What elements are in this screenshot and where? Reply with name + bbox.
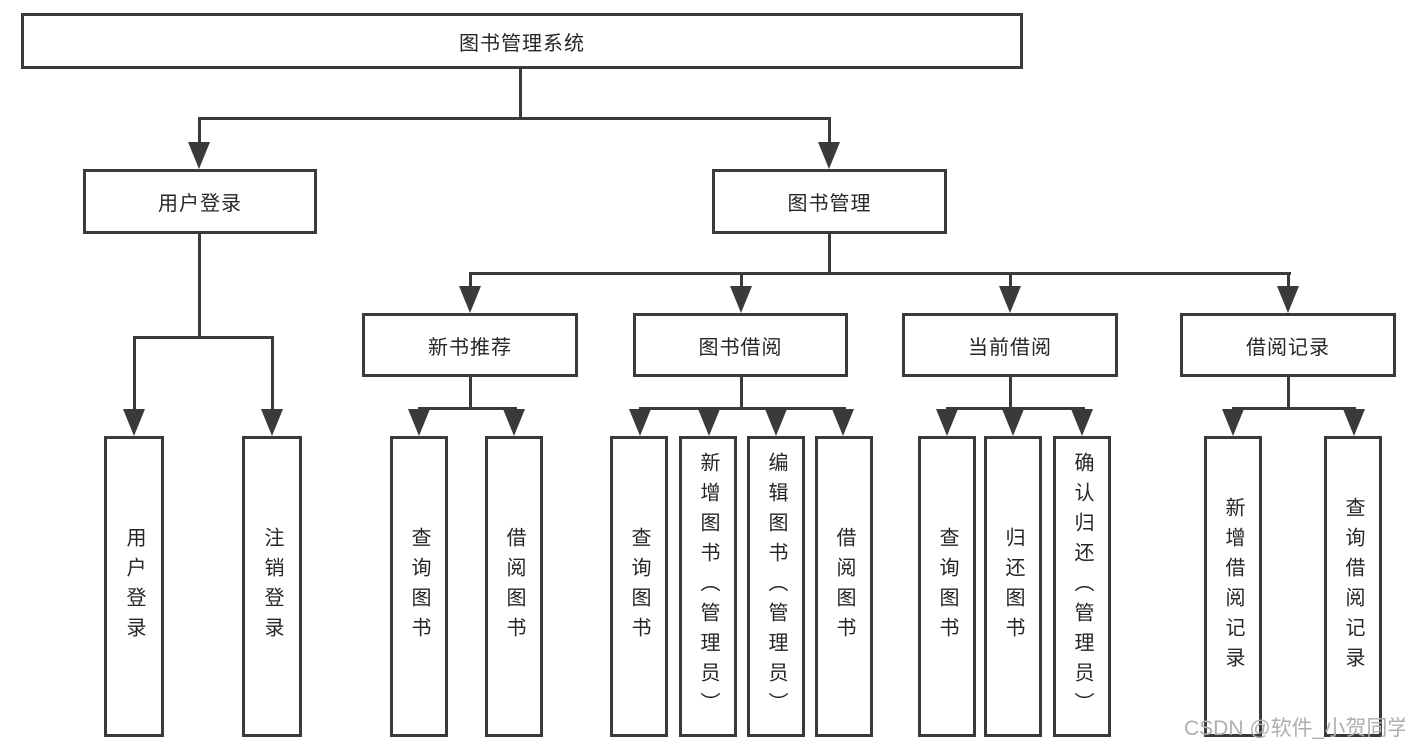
connector-line — [133, 336, 136, 410]
leaf-label: 查询借阅记录 — [1342, 496, 1364, 677]
node-book-borrow: 图书借阅 — [633, 313, 848, 377]
connector-line — [1009, 375, 1012, 410]
connector-line — [469, 375, 472, 410]
arrow-down-icon — [936, 409, 958, 436]
arrow-down-icon — [408, 409, 430, 436]
leaf-label: 借阅图书 — [833, 526, 855, 647]
node-user-login: 用户登录 — [83, 169, 317, 234]
leaf-borrow-books-recommend: 借阅图书 — [485, 436, 543, 737]
leaf-label: 查询图书 — [936, 526, 958, 647]
connector-line — [133, 336, 274, 339]
leaf-user-login: 用户登录 — [104, 436, 164, 737]
leaf-label: 新增借阅记录 — [1222, 496, 1244, 677]
connector-line — [828, 232, 831, 274]
connector-line — [1232, 407, 1356, 410]
arrow-down-icon — [1222, 409, 1244, 436]
arrow-down-icon — [765, 409, 787, 436]
arrow-down-icon — [1071, 409, 1093, 436]
node-label: 图书借阅 — [698, 336, 783, 359]
arrow-down-icon — [1343, 409, 1365, 436]
node-label: 当前借阅 — [968, 336, 1052, 359]
node-book-management: 图书管理 — [712, 169, 947, 234]
arrow-down-icon — [503, 409, 525, 436]
connector-line — [198, 117, 831, 120]
node-label: 图书管理系统 — [459, 32, 585, 55]
connector-line — [469, 272, 472, 288]
leaf-label: 注销登录 — [261, 526, 283, 647]
leaf-label: 确认归还（管理员） — [1071, 451, 1093, 722]
connector-line — [1287, 375, 1290, 410]
connector-line — [946, 407, 1085, 410]
connector-line — [198, 232, 201, 338]
arrow-down-icon — [818, 142, 840, 169]
leaf-add-books-admin: 新增图书（管理员） — [679, 436, 737, 737]
leaf-borrow-books: 借阅图书 — [815, 436, 873, 737]
leaf-query-borrow-record: 查询借阅记录 — [1324, 436, 1382, 737]
connector-line — [828, 117, 831, 144]
connector-line — [271, 336, 274, 410]
connector-line — [198, 117, 201, 144]
leaf-label: 用户登录 — [123, 526, 145, 647]
node-new-book-recommend: 新书推荐 — [362, 313, 578, 377]
leaf-query-books-current: 查询图书 — [918, 436, 976, 737]
leaf-label: 查询图书 — [408, 526, 430, 647]
connector-line — [469, 272, 1291, 275]
arrow-down-icon — [698, 409, 720, 436]
connector-line — [418, 407, 517, 410]
arrow-down-icon — [730, 286, 752, 313]
leaf-query-books: 查询图书 — [610, 436, 668, 737]
node-library-system: 图书管理系统 — [21, 13, 1023, 69]
node-label: 用户登录 — [158, 193, 242, 215]
arrow-down-icon — [123, 409, 145, 436]
connector-line — [1287, 272, 1290, 288]
leaf-label: 编辑图书（管理员） — [765, 451, 787, 722]
node-borrow-records: 借阅记录 — [1180, 313, 1396, 377]
arrow-down-icon — [261, 409, 283, 436]
leaf-label: 查询图书 — [628, 526, 650, 647]
arrow-down-icon — [629, 409, 651, 436]
arrow-down-icon — [459, 286, 481, 313]
connector-line — [519, 67, 522, 119]
leaf-edit-books-admin: 编辑图书（管理员） — [747, 436, 805, 737]
leaf-query-books-recommend: 查询图书 — [390, 436, 448, 737]
leaf-label: 借阅图书 — [503, 526, 525, 647]
leaf-label: 新增图书（管理员） — [697, 451, 719, 722]
node-label: 新书推荐 — [428, 336, 512, 359]
connector-line — [1009, 272, 1012, 288]
node-current-borrow: 当前借阅 — [902, 313, 1118, 377]
arrow-down-icon — [832, 409, 854, 436]
connector-line — [639, 407, 846, 410]
connector-line — [740, 272, 743, 288]
leaf-logout: 注销登录 — [242, 436, 302, 737]
leaf-return-books: 归还图书 — [984, 436, 1042, 737]
watermark: CSDN @软件_小贺同学 — [1184, 717, 1405, 740]
leaf-confirm-return-admin: 确认归还（管理员） — [1053, 436, 1111, 737]
leaf-label: 归还图书 — [1002, 526, 1024, 647]
leaf-add-borrow-record: 新增借阅记录 — [1204, 436, 1262, 737]
arrow-down-icon — [1277, 286, 1299, 313]
arrow-down-icon — [999, 286, 1021, 313]
arrow-down-icon — [1002, 409, 1024, 436]
node-label: 借阅记录 — [1246, 336, 1330, 359]
arrow-down-icon — [188, 142, 210, 169]
connector-line — [740, 375, 743, 410]
node-label: 图书管理 — [787, 193, 872, 215]
